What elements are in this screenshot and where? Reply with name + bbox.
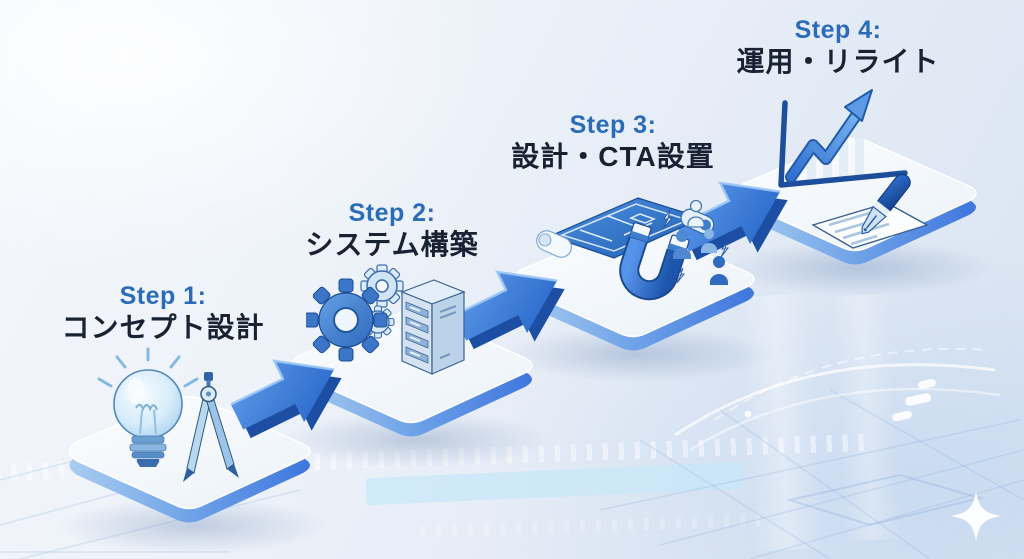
step-3-text: Step 3: 設計・CTA設置	[463, 110, 763, 174]
sparkle-star-icon	[951, 491, 1001, 541]
gears-icon	[306, 264, 404, 362]
step-2-label: Step 2:	[348, 199, 436, 227]
fountain-pen-icon	[861, 173, 911, 235]
audience-icon	[673, 199, 728, 285]
step-3-icons	[536, 197, 730, 301]
sparkle-dot	[744, 410, 752, 418]
step-2-title: システム構築	[305, 229, 479, 260]
drafting-compass-icon	[183, 372, 239, 482]
spark-bolt-icons	[662, 209, 730, 284]
lightbulb-icon	[97, 347, 199, 467]
step-2-text: Step 2: システム構築	[242, 198, 542, 262]
step-1-label: Step 1:	[119, 282, 207, 310]
step-1-title: コンセプト設計	[61, 312, 265, 343]
growth-chart-icon	[778, 89, 908, 188]
step-1-text: Step 1: コンセプト設計	[13, 281, 313, 345]
server-icon	[400, 279, 466, 375]
step-3-title: 設計・CTA設置	[511, 141, 715, 172]
step-4-text: Step 4: 運用・リライト	[688, 15, 988, 79]
bg-grid-lines-right	[600, 389, 1024, 559]
step-4-icons	[778, 89, 929, 249]
step-4-title: 運用・リライト	[736, 46, 940, 77]
bg-light-arcs	[674, 347, 1001, 452]
glow-dashes	[892, 378, 936, 422]
step-4-label: Step 4:	[794, 16, 882, 44]
arrow-icon	[453, 270, 565, 350]
step-2-icons	[306, 264, 466, 375]
arrow-icon	[230, 359, 342, 439]
step-1-icons	[97, 347, 239, 482]
step-3-label: Step 3:	[569, 111, 657, 139]
